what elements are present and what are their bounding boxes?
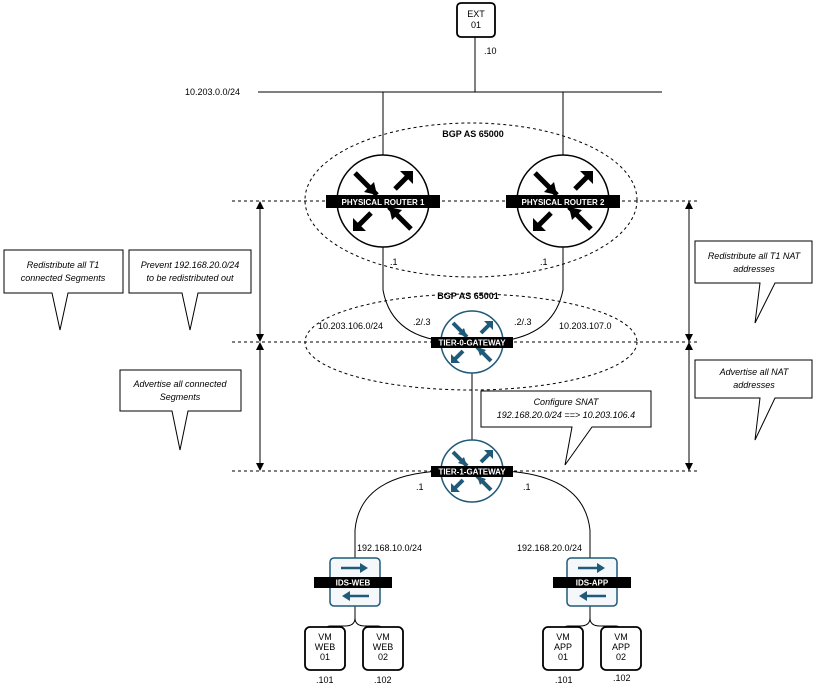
ids-app-label-bar [553,577,631,588]
vm-web-02-line3: 02 [378,652,388,662]
router2-ip: .1 [540,257,548,267]
vm-app-01-box [542,626,584,671]
ext-node-line1: EXT [467,9,485,19]
tier-1-gateway[interactable]: TIER-1-GATEWAY [431,439,513,503]
switch-arrows-icon [578,563,606,601]
callout-redistribute-t1-segments: Redistribute all T1 connected Segments [3,249,124,331]
vm-app-01-ip: .101 [555,675,573,685]
tier1-ip-right: .1 [523,482,531,492]
router1-ip: .1 [390,257,398,267]
bgp-as-65001-label: BGP AS 65001 [437,291,499,301]
gateway-arrows-icon [451,321,493,363]
callout-text: addresses [733,380,775,390]
gateway-arrows-icon [451,450,493,492]
ids-app-switch[interactable]: IDS-APP [553,557,631,607]
callout-text: addresses [733,264,775,274]
callout-text: Redistribute all T1 [27,260,100,270]
uplink1-network: 10.203.106.0/24 [318,321,383,331]
callout-text: Advertise all connected [132,379,227,389]
external-network-label: 10.203.0.0/24 [185,87,240,97]
tier-0-gateway[interactable]: TIER-0-GATEWAY [431,310,513,374]
callout-prevent-redistribution: Prevent 192.168.20.0/24 to be redistribu… [128,249,252,331]
vm-web-02-ip: .102 [374,675,392,685]
callout-text: Configure SNAT [534,397,600,407]
vm-web-01-line3: 01 [320,652,330,662]
app-segment-label: 192.168.20.0/24 [517,543,582,553]
ext-ip: .10 [484,46,497,56]
tier1-ip-left: .1 [416,482,424,492]
callout-text: Segments [160,392,201,402]
tier0-label-bar [431,337,513,348]
vm-app-02-line2: APP [612,642,630,652]
tier1-to-web-link [354,470,442,563]
callout-text: connected Segments [21,273,106,283]
router-1-label-bar [326,195,440,208]
router-arrows-icon [533,171,593,231]
bgp-as-65001-group [304,293,638,391]
vm-app-02-line3: 02 [616,652,626,662]
router-1-label: PHYSICAL ROUTER 1 [342,198,426,207]
physical-router-2[interactable]: PHYSICAL ROUTER 2 [506,154,620,248]
tier1-label-bar [431,466,513,477]
vm-app-02-ip: .102 [613,673,631,683]
tier1-label: TIER-1-GATEWAY [438,468,506,477]
ids-web-switch[interactable]: IDS-WEB [314,557,392,607]
bgp-as-65000-group [304,122,638,278]
vm-web-01-line1: VM [318,632,332,642]
vm-app-01-line3: 01 [558,652,568,662]
tier0-ip-left: .2/.3 [413,317,431,327]
ext-01-node[interactable] [456,2,496,38]
switch-arrows-icon [341,563,369,601]
callout-text: 192.168.20.0/24 ==> 10.203.106.4 [497,410,635,420]
vm-app-02-box [600,626,642,671]
vm-web-01-ip: .101 [316,675,334,685]
router-2-label: PHYSICAL ROUTER 2 [522,198,606,207]
callout-text: Prevent 192.168.20.0/24 [141,260,240,270]
ids-app-label: IDS-APP [576,579,609,588]
vm-app-01-line2: APP [554,642,572,652]
vm-web-02-line1: VM [376,632,390,642]
callout-advertise-segments: Advertise all connected Segments [119,369,242,451]
vm-web-02-box [362,626,404,671]
callout-redistribute-nat: Redistribute all T1 NAT addresses [694,240,813,324]
tier1-to-app-link [502,470,591,563]
ids-web-label: IDS-WEB [336,579,371,588]
vm-app-02-line1: VM [614,632,628,642]
router-2-label-bar [506,195,620,208]
vm-web-01-line2: WEB [315,642,336,652]
vm-app-02[interactable]: VM APP 02 [600,626,642,671]
vm-app-01-line1: VM [556,632,570,642]
vm-web-01-box [304,626,346,671]
vm-app-01[interactable]: VM APP 01 [542,626,584,671]
uplink2-network: 10.203.107.0 [559,321,612,331]
callout-advertise-nat: Advertise all NAT addresses [694,359,813,441]
ids-web-label-bar [314,577,392,588]
tier0-label: TIER-0-GATEWAY [438,339,506,348]
bgp-as-65000-label: BGP AS 65000 [442,129,504,139]
vm-web-01[interactable]: VM WEB 01 [304,626,346,671]
callout-text: to be redistributed out [146,273,234,283]
ext-node-line2: 01 [471,20,481,30]
tier0-ip-right: .2/.3 [514,317,532,327]
web-segment-label: 192.168.10.0/24 [357,543,422,553]
callout-text: Advertise all NAT [719,367,790,377]
vm-web-02[interactable]: VM WEB 02 [362,626,404,671]
router-arrows-icon [353,171,413,231]
vm-web-02-line2: WEB [373,642,394,652]
physical-router-1[interactable]: PHYSICAL ROUTER 1 [326,154,440,248]
callout-text: Redistribute all T1 NAT [708,251,802,261]
callout-configure-snat: Configure SNAT 192.168.20.0/24 ==> 10.20… [480,390,652,466]
